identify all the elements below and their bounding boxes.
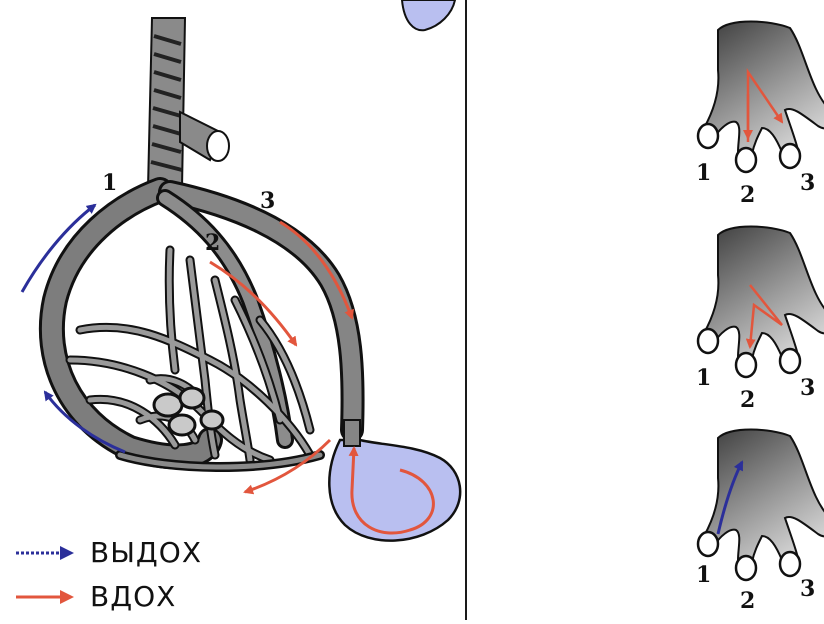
small-1-label-1: 1	[696, 160, 711, 186]
label-bronchus-2: 2	[205, 230, 220, 256]
inhale-legend-arrow-icon	[14, 587, 76, 607]
small-diagram-3: 1 2 3	[696, 430, 824, 615]
legend-exhale: ВЫДОХ	[14, 536, 202, 569]
small-2-label-3: 3	[800, 375, 815, 401]
small-3-label-2: 2	[740, 588, 755, 614]
small-1-label-3: 3	[800, 170, 815, 196]
posterior-air-sac	[329, 440, 460, 541]
label-bronchus-3: 3	[260, 188, 275, 214]
legend-inhale: ВДОХ	[14, 580, 176, 613]
side-tube	[180, 112, 229, 161]
legend-inhale-label: ВДОХ	[90, 580, 176, 613]
exhale-legend-arrow-icon	[14, 543, 76, 563]
lung-diagram: 1 2 3	[22, 18, 460, 541]
air-sac-fragment	[402, 0, 455, 30]
small-1-label-2: 2	[740, 182, 755, 208]
label-bronchus-1: 1	[102, 170, 117, 196]
trachea	[148, 18, 185, 188]
legend-exhale-label: ВЫДОХ	[90, 536, 202, 569]
small-diagram-1: 1 2 3	[696, 22, 824, 209]
small-3-label-3: 3	[800, 576, 815, 602]
small-2-label-2: 2	[740, 387, 755, 413]
small-diagram-2: 1 2 3	[696, 227, 824, 414]
vertical-divider	[465, 0, 467, 620]
small-3-label-1: 1	[696, 562, 711, 588]
small-2-label-1: 1	[696, 365, 711, 391]
